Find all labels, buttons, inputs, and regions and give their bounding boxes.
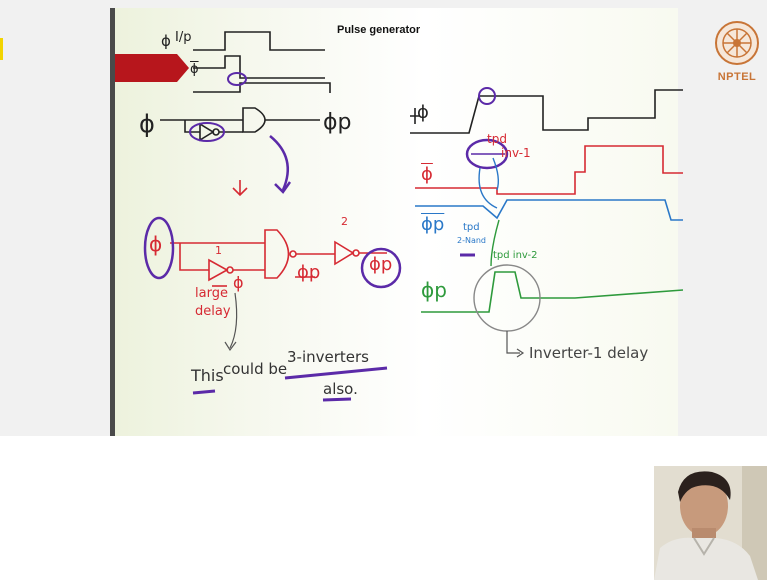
note-3-inverters: 3-inverters [287,348,369,366]
timing-label-phi: ϕ [417,102,429,123]
note-large: large [195,286,228,301]
label-phi-red: ϕ [149,232,163,256]
label-phi-p-red: ϕp [369,254,393,275]
label-phi-top: ϕ [161,32,171,50]
red-circuit [170,229,387,287]
tpd-inv2-label: tpd inv-2 [493,250,538,261]
board-drawing [115,31,683,402]
timing-label-phi-bar: ϕ [421,164,433,185]
tpd-inv1-label-b: inv-1 [501,146,531,160]
pointer-marker [0,38,3,60]
label-inverter-2: 2 [341,215,348,228]
label-phi-p-bar-red: ϕp [297,262,321,283]
timing-phi-bar [415,145,683,195]
note-delay: delay [195,304,231,319]
presenter-image [654,466,767,580]
slide-title: Pulse generator [337,24,421,36]
label-phi-left: ϕ [139,110,155,138]
tpd-nand-label-b: 2-Nand [457,236,487,245]
note-also: also. [323,380,358,398]
tpd-nand-label-a: tpd [463,222,480,233]
timing-phi-p-bar [415,199,683,221]
presenter-video [654,466,767,580]
tpd-inv1-label-a: tpd [487,132,507,146]
pointer-arrow-shape [115,54,189,82]
timing-phi [410,89,683,134]
label-phi-p-left: ϕp [323,110,352,135]
inverter-delay-label: Inverter-1 delay [529,344,649,362]
nptel-logo: NPTEL [712,20,762,83]
nptel-label: NPTEL [717,71,757,83]
nptel-emblem-icon [715,21,759,65]
timing-label-phi-p: ϕp [421,278,447,302]
label-inverter-1: 1 [215,244,222,257]
note-could-be: could be [223,360,288,378]
timing-label-phi-p-bar: ϕp [421,214,445,235]
label-phi-bar-top: ϕ [190,62,199,77]
timing-phi-p [421,271,683,313]
left-edge-strip [0,0,12,436]
input-waveforms [193,31,331,93]
whiteboard: Pulse generator ϕ I/p ϕ ϕ ϕp ϕ 1 ϕ ϕp 2 … [110,8,683,436]
nand-circuit-sketch [160,107,320,142]
note-this: This [191,366,224,385]
label-ip: I/p [175,30,192,45]
label-phi-bar-red: ϕ [233,273,244,292]
